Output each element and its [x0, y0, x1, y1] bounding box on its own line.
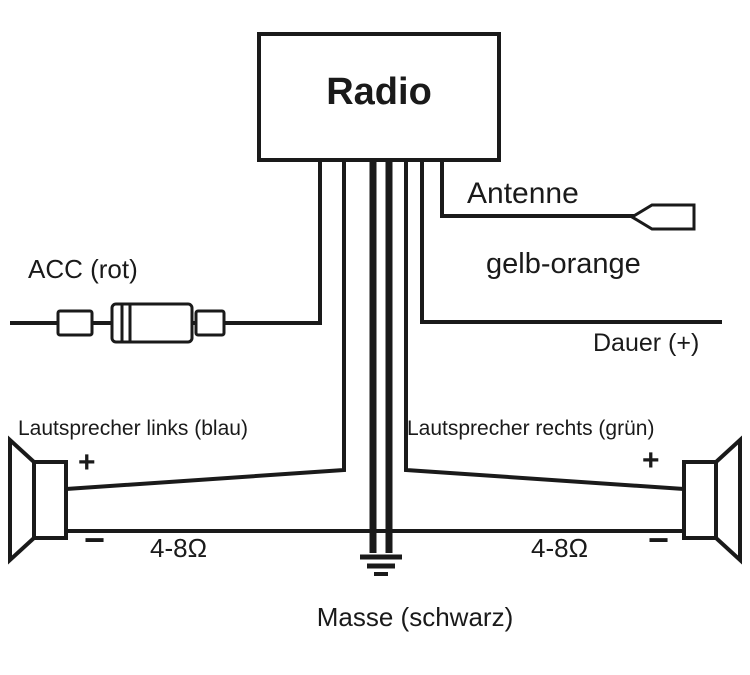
- speaker-right-cone: [714, 435, 742, 565]
- radio-label: Radio: [326, 71, 432, 113]
- speaker-left-label: Lautsprecher links (blau): [18, 417, 248, 440]
- antenna-wire: [440, 160, 634, 218]
- acc-connector-end-left: [56, 309, 94, 337]
- acc-connector-end-right: [194, 309, 226, 337]
- dauer-wire: [420, 160, 722, 324]
- acc-connector-barrel: [110, 302, 194, 344]
- speaker-right-plus-wire: [404, 160, 685, 491]
- radio-box: [257, 32, 501, 162]
- speaker-right-driver: [682, 460, 718, 540]
- plus-right-label: +: [642, 444, 660, 477]
- dauer-label: Dauer (+): [593, 329, 700, 357]
- speaker-right-label: Lautsprecher rechts (grün): [407, 417, 655, 440]
- minus-right-label: −: [648, 519, 670, 560]
- acc-label: ACC (rot): [28, 254, 138, 284]
- speaker-left-cone: [8, 435, 36, 565]
- plus-left-label: +: [78, 446, 96, 479]
- impedance-right-label: 4-8Ω: [531, 533, 589, 563]
- speaker-left-icon: [8, 435, 68, 565]
- impedance-left-label: 4-8Ω: [150, 533, 208, 563]
- masse-label: Masse (schwarz): [316, 602, 514, 632]
- minus-left-label: −: [84, 519, 106, 560]
- speaker-right-icon: [682, 435, 742, 565]
- speaker-left-plus-wire: [65, 160, 346, 491]
- speaker-left-driver: [32, 460, 68, 540]
- antenna-plug-icon: [629, 203, 696, 231]
- gelb-orange-label: gelb-orange: [486, 248, 641, 280]
- antenne-label: Antenne: [467, 177, 579, 210]
- acc-connector-icon: [56, 302, 226, 344]
- acc-wire: [10, 160, 322, 325]
